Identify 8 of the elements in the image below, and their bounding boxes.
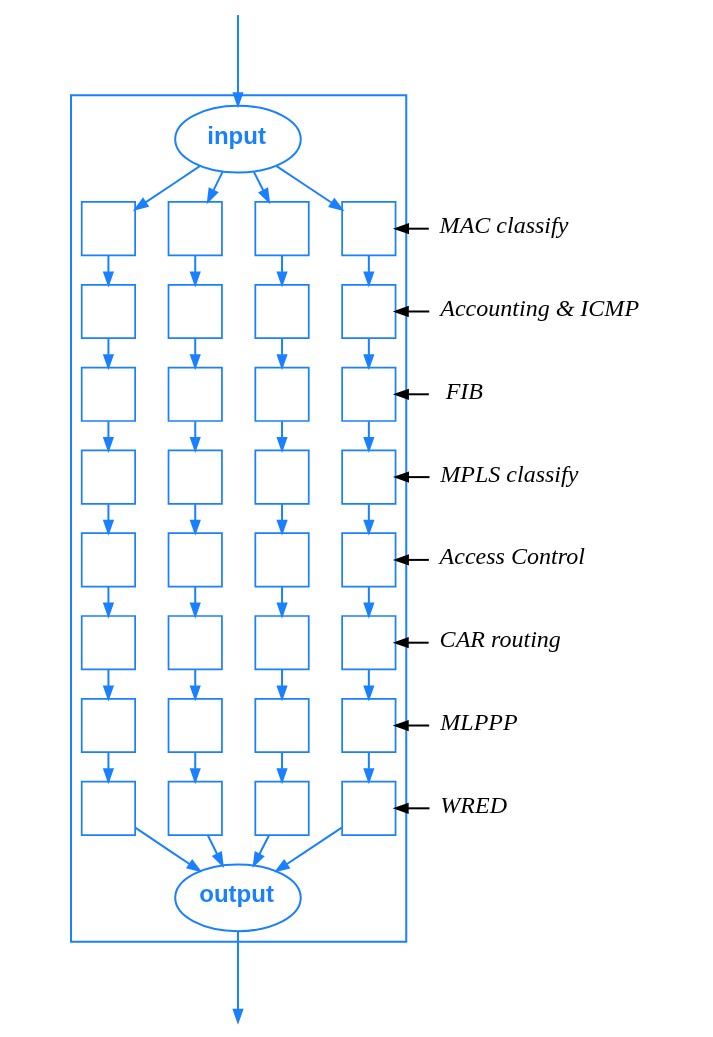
node-text: WRED	[440, 791, 508, 818]
node-text: CAR routing	[439, 626, 561, 653]
node-text: Accounting & ICMP	[440, 295, 640, 322]
node-text: MPLS classify	[440, 460, 579, 487]
node-text: MLPPP	[440, 709, 518, 736]
node-text: Access Control	[439, 543, 585, 570]
node-text: MAC classify	[439, 212, 569, 239]
node-text: FIB	[445, 377, 483, 404]
